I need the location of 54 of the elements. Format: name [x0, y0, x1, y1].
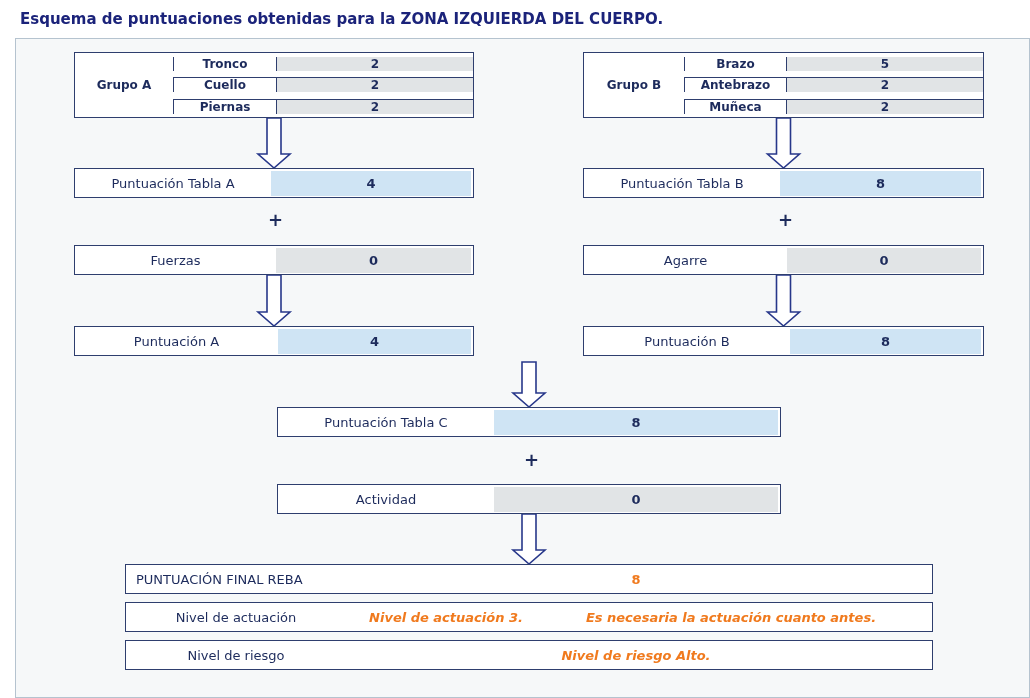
risk-level-text: Nivel de riesgo Alto.: [560, 647, 712, 663]
score-label: Puntuación Tabla C: [323, 414, 449, 430]
score-label: Nivel de actuación: [174, 609, 298, 625]
hollow-arrow: [255, 274, 293, 328]
diagram-title: Esquema de puntuaciones obtenidas para la ZONA IZQUIERDA DEL CUERPO.: [20, 10, 664, 28]
score-value: 8: [630, 571, 642, 587]
hollow-arrow: [255, 117, 293, 170]
plus-sign: +: [778, 209, 794, 230]
score-value: 8: [494, 409, 778, 435]
score-label: Nivel de riesgo: [186, 647, 286, 663]
action-description: Es necesaria la actuación cuanto antes.: [584, 609, 878, 625]
score-row: [74, 168, 474, 198]
score-value: 2: [276, 77, 473, 93]
score-value: 4: [278, 328, 471, 354]
score-label: PUNTUACIÓN FINAL REBA: [135, 571, 304, 587]
score-value: 8: [780, 170, 981, 196]
score-label: Agarre: [662, 252, 709, 268]
score-row: [583, 168, 984, 198]
score-value: 0: [276, 247, 471, 273]
score-table: [74, 52, 474, 118]
score-value: 5: [786, 56, 983, 71]
score-value: 0: [494, 486, 778, 512]
score-value: 8: [790, 328, 981, 354]
score-row: [125, 602, 933, 632]
score-row: [277, 407, 781, 437]
action-level-text: Nivel de actuación 3.: [368, 609, 524, 625]
score-row: [583, 326, 984, 356]
hollow-arrow: [765, 274, 802, 328]
plus-sign: +: [524, 449, 540, 470]
score-row: [74, 326, 474, 356]
score-label: Puntuación Tabla A: [110, 175, 236, 191]
score-row: [583, 245, 984, 275]
score-value: 0: [787, 247, 981, 273]
score-value: 2: [276, 56, 473, 71]
score-row: [277, 484, 781, 514]
score-row: [74, 245, 474, 275]
hollow-arrow: [765, 117, 802, 170]
score-label: Fuerzas: [149, 252, 202, 268]
score-label: Puntuación B: [643, 333, 731, 349]
score-value: 4: [271, 170, 471, 196]
plus-sign: +: [268, 209, 284, 230]
score-value: 2: [786, 77, 983, 93]
score-value: 2: [276, 98, 473, 114]
score-label: Puntuación Tabla B: [619, 175, 745, 191]
score-row: [125, 640, 933, 670]
hollow-arrow: [510, 513, 548, 566]
group-label: Grupo B: [605, 78, 663, 92]
hollow-arrow: [510, 361, 548, 409]
group-label: Grupo A: [95, 78, 153, 92]
score-value: 2: [786, 98, 983, 114]
score-label: Puntuación A: [132, 333, 221, 349]
score-label: Actividad: [354, 491, 418, 507]
score-row: [125, 564, 933, 594]
score-table: [583, 52, 984, 118]
